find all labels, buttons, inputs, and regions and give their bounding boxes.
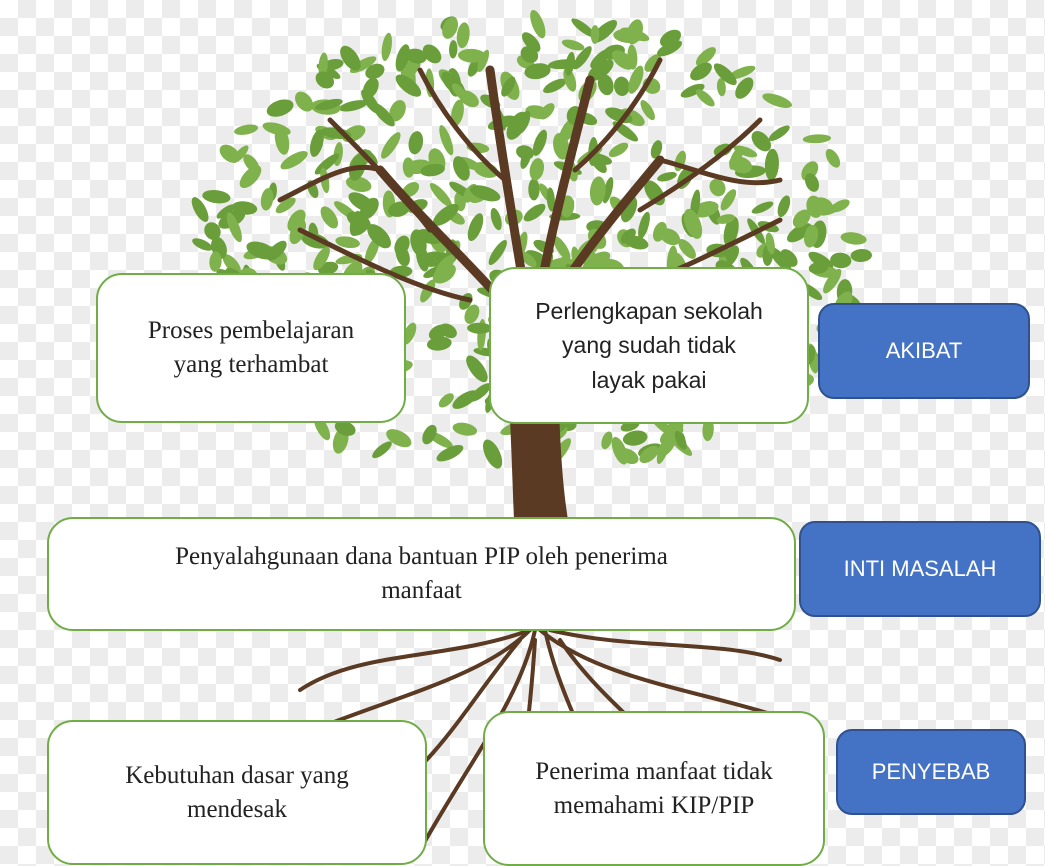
effect-box-learning-line-1: Proses pembelajaran bbox=[147, 317, 355, 344]
core-problem-line-2: manfaat bbox=[381, 577, 462, 604]
effect-box-equipment: Perlengkapan sekolah yang sudah tidak la… bbox=[489, 267, 809, 424]
core-problem-box: Penyalahgunaan dana bantuan PIP oleh pen… bbox=[47, 517, 796, 631]
effect-box-equipment-line-1: Perlengkapan sekolah bbox=[535, 298, 763, 325]
core-problem-line-1: Penyalahgunaan dana bantuan PIP oleh pen… bbox=[175, 543, 668, 570]
cause-box-understanding-line-2: memahami KIP/PIP bbox=[553, 791, 755, 819]
effect-box-learning-line-2: yang terhambat bbox=[173, 351, 329, 378]
tag-akibat-label: AKIBAT bbox=[885, 338, 963, 363]
effect-box-equipment-line-2: yang sudah tidak bbox=[562, 332, 736, 359]
cause-box-needs: Kebutuhan dasar yang mendesak bbox=[47, 720, 427, 865]
tag-inti-masalah: INTI MASALAH bbox=[799, 521, 1041, 617]
cause-box-understanding: Penerima manfaat tidak memahami KIP/PIP bbox=[483, 711, 825, 866]
tag-inti-masalah-label: INTI MASALAH bbox=[843, 556, 997, 581]
effect-box-learning: Proses pembelajaran yang terhambat bbox=[96, 273, 406, 423]
cause-box-needs-line-2: mendesak bbox=[187, 795, 287, 823]
tag-akibat: AKIBAT bbox=[818, 303, 1030, 399]
cause-box-needs-line-1: Kebutuhan dasar yang bbox=[125, 761, 349, 789]
tag-penyebab: PENYEBAB bbox=[836, 729, 1026, 815]
tag-penyebab-label: PENYEBAB bbox=[871, 759, 991, 784]
effect-box-equipment-line-3: layak pakai bbox=[591, 366, 707, 393]
cause-box-understanding-line-1: Penerima manfaat tidak bbox=[535, 757, 773, 785]
